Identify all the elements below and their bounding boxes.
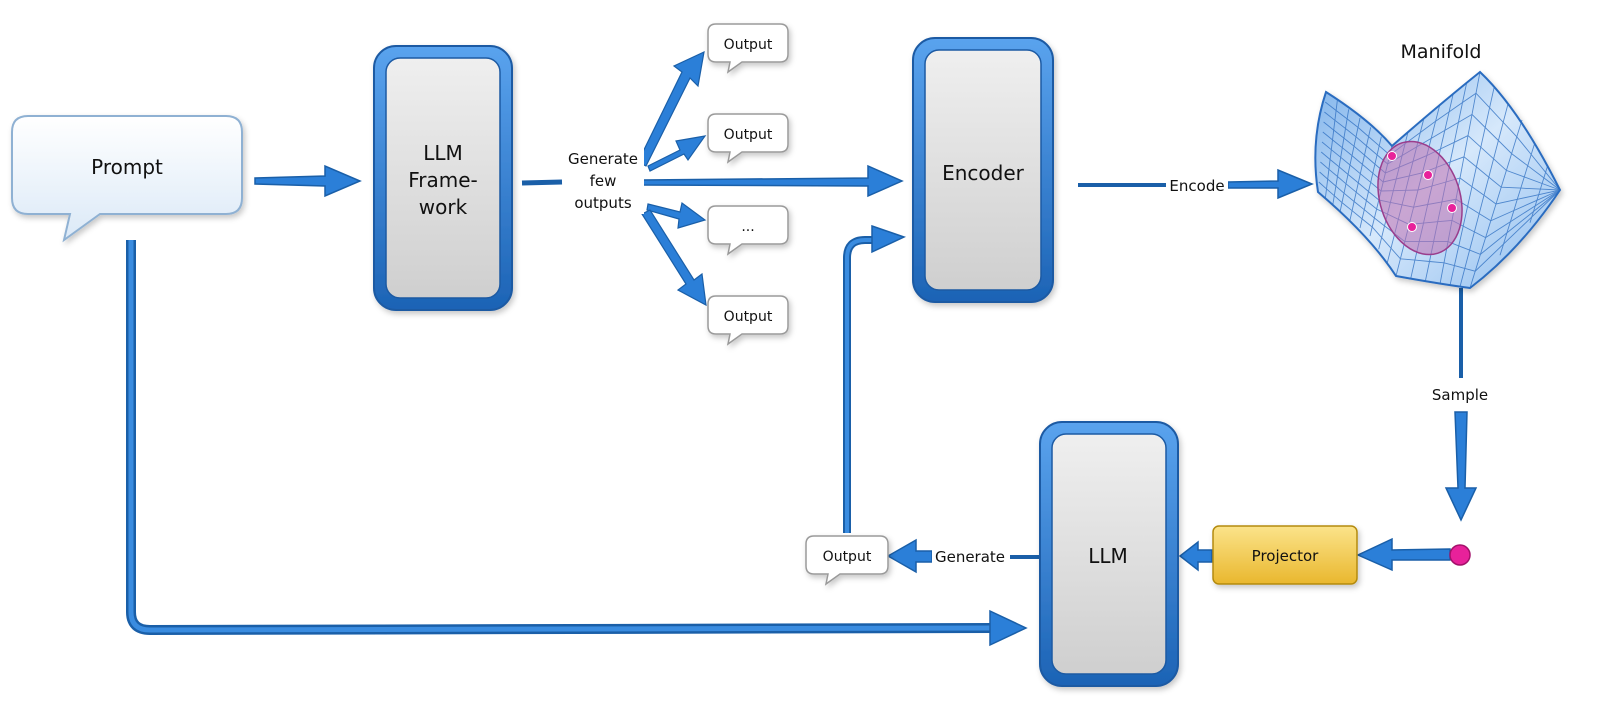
output-bubble-4-label: Output [724, 309, 773, 325]
generate-few-line3: outputs [574, 194, 631, 212]
arrow-llm-to-output [886, 538, 1040, 574]
arrow-framework-to-generate [521, 179, 563, 186]
output-bubble-1 [707, 23, 789, 74]
arrow-projector-to-llm [1178, 540, 1213, 572]
llm-label: LLM [1088, 544, 1128, 568]
manifold-point [1407, 222, 1417, 232]
arrow-encoder-to-manifold [1078, 168, 1314, 200]
arrow-to-output-1 [637, 50, 705, 167]
output-bubble-4 [707, 295, 789, 346]
encoder-box [912, 37, 1054, 303]
arrow-prompt-to-framework [254, 164, 362, 198]
manifold-grid-line [1324, 111, 1561, 191]
generate-label: Generate [935, 548, 1005, 566]
llm-framework-label-line3: work [419, 195, 468, 219]
manifold-region-ellipse [1377, 140, 1463, 256]
sample-label: Sample [1432, 386, 1488, 404]
arrow-to-output-2 [647, 135, 707, 172]
generate-label-bg [564, 148, 644, 214]
final-output-bubble [805, 535, 889, 586]
output-bubble-2-label: Output [724, 127, 773, 143]
llm-box [1039, 421, 1179, 687]
prompt-label: Prompt [91, 155, 163, 179]
arrow-sample-down [1444, 288, 1478, 522]
manifold-point [1447, 203, 1457, 213]
generate-label-bg2 [932, 544, 1010, 570]
final-output-label: Output [823, 549, 872, 565]
arrow-to-output-4 [641, 209, 707, 307]
output-bubble-2 [707, 113, 789, 164]
manifold-grid-line [1324, 92, 1561, 191]
projector-label: Projector [1252, 547, 1319, 565]
llm-framework-label-line1: LLM [423, 141, 463, 165]
sampled-point [1449, 544, 1471, 566]
llm-framework-label-line2: Frame- [408, 168, 478, 192]
output-bubble-3 [707, 205, 789, 256]
generate-few-line1: Generate [568, 150, 638, 168]
arrow-generate-to-encoder [641, 164, 904, 198]
arrows-layer [126, 50, 1478, 647]
manifold-grid-line [1318, 181, 1561, 272]
encoder-label: Encoder [942, 161, 1025, 185]
manifold-point [1387, 151, 1397, 161]
prompt-bubble [11, 115, 243, 243]
arrow-to-output-3 [646, 201, 707, 229]
manifold-title: Manifold [1400, 41, 1481, 63]
llm-framework-box [373, 45, 513, 311]
arrow-point-to-projector [1356, 537, 1451, 572]
output-bubble-1-label: Output [724, 37, 773, 53]
arrow-output-feedback-to-encoder [843, 224, 906, 533]
encode-label-bg [1166, 174, 1228, 198]
manifold-surface [1314, 70, 1562, 290]
sample-label-bg [1426, 380, 1496, 410]
generate-few-line2: few [590, 172, 617, 190]
arrow-prompt-to-llm [126, 240, 1028, 647]
projector-box [1212, 525, 1358, 585]
output-bubble-3-label: ... [741, 219, 754, 235]
manifold-point [1423, 170, 1433, 180]
encode-label: Encode [1169, 177, 1224, 195]
